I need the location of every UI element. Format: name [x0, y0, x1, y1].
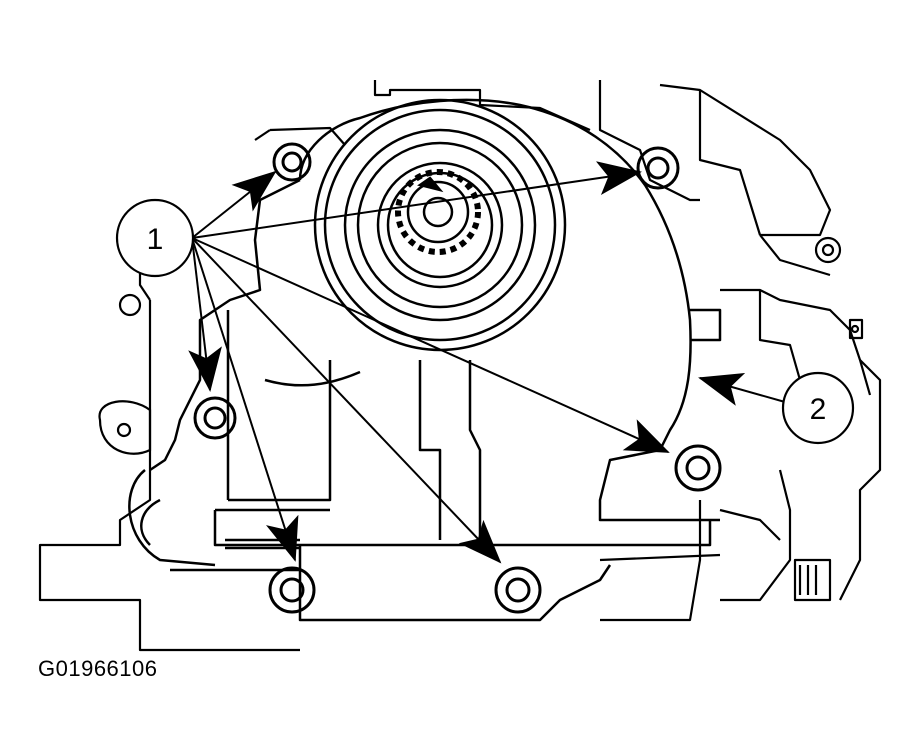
crankshaft-seal [313, 98, 567, 352]
bolt-right-lower [674, 444, 722, 492]
bolt-top-left [272, 142, 312, 182]
engine-block [38, 80, 882, 652]
cover-bolts [193, 142, 722, 614]
bolt-top-right [636, 146, 680, 190]
lug-holes [98, 293, 152, 455]
callout-2: 2 [781, 371, 855, 445]
callout-1-label: 1 [147, 223, 164, 256]
bolt-left-middle [193, 396, 237, 440]
callout-2-label: 2 [810, 393, 827, 426]
figure-id: G01966106 [38, 656, 158, 681]
callout-1-circle [115, 198, 195, 278]
bolt-bottom-center [494, 566, 542, 614]
bolt-bottom-left [268, 566, 316, 614]
timing-cover [128, 98, 722, 622]
callout-2-leader [698, 373, 786, 406]
callout-1-leaders [188, 161, 670, 564]
callout-2-circle [781, 371, 855, 445]
callout-1: 1 [115, 198, 195, 278]
